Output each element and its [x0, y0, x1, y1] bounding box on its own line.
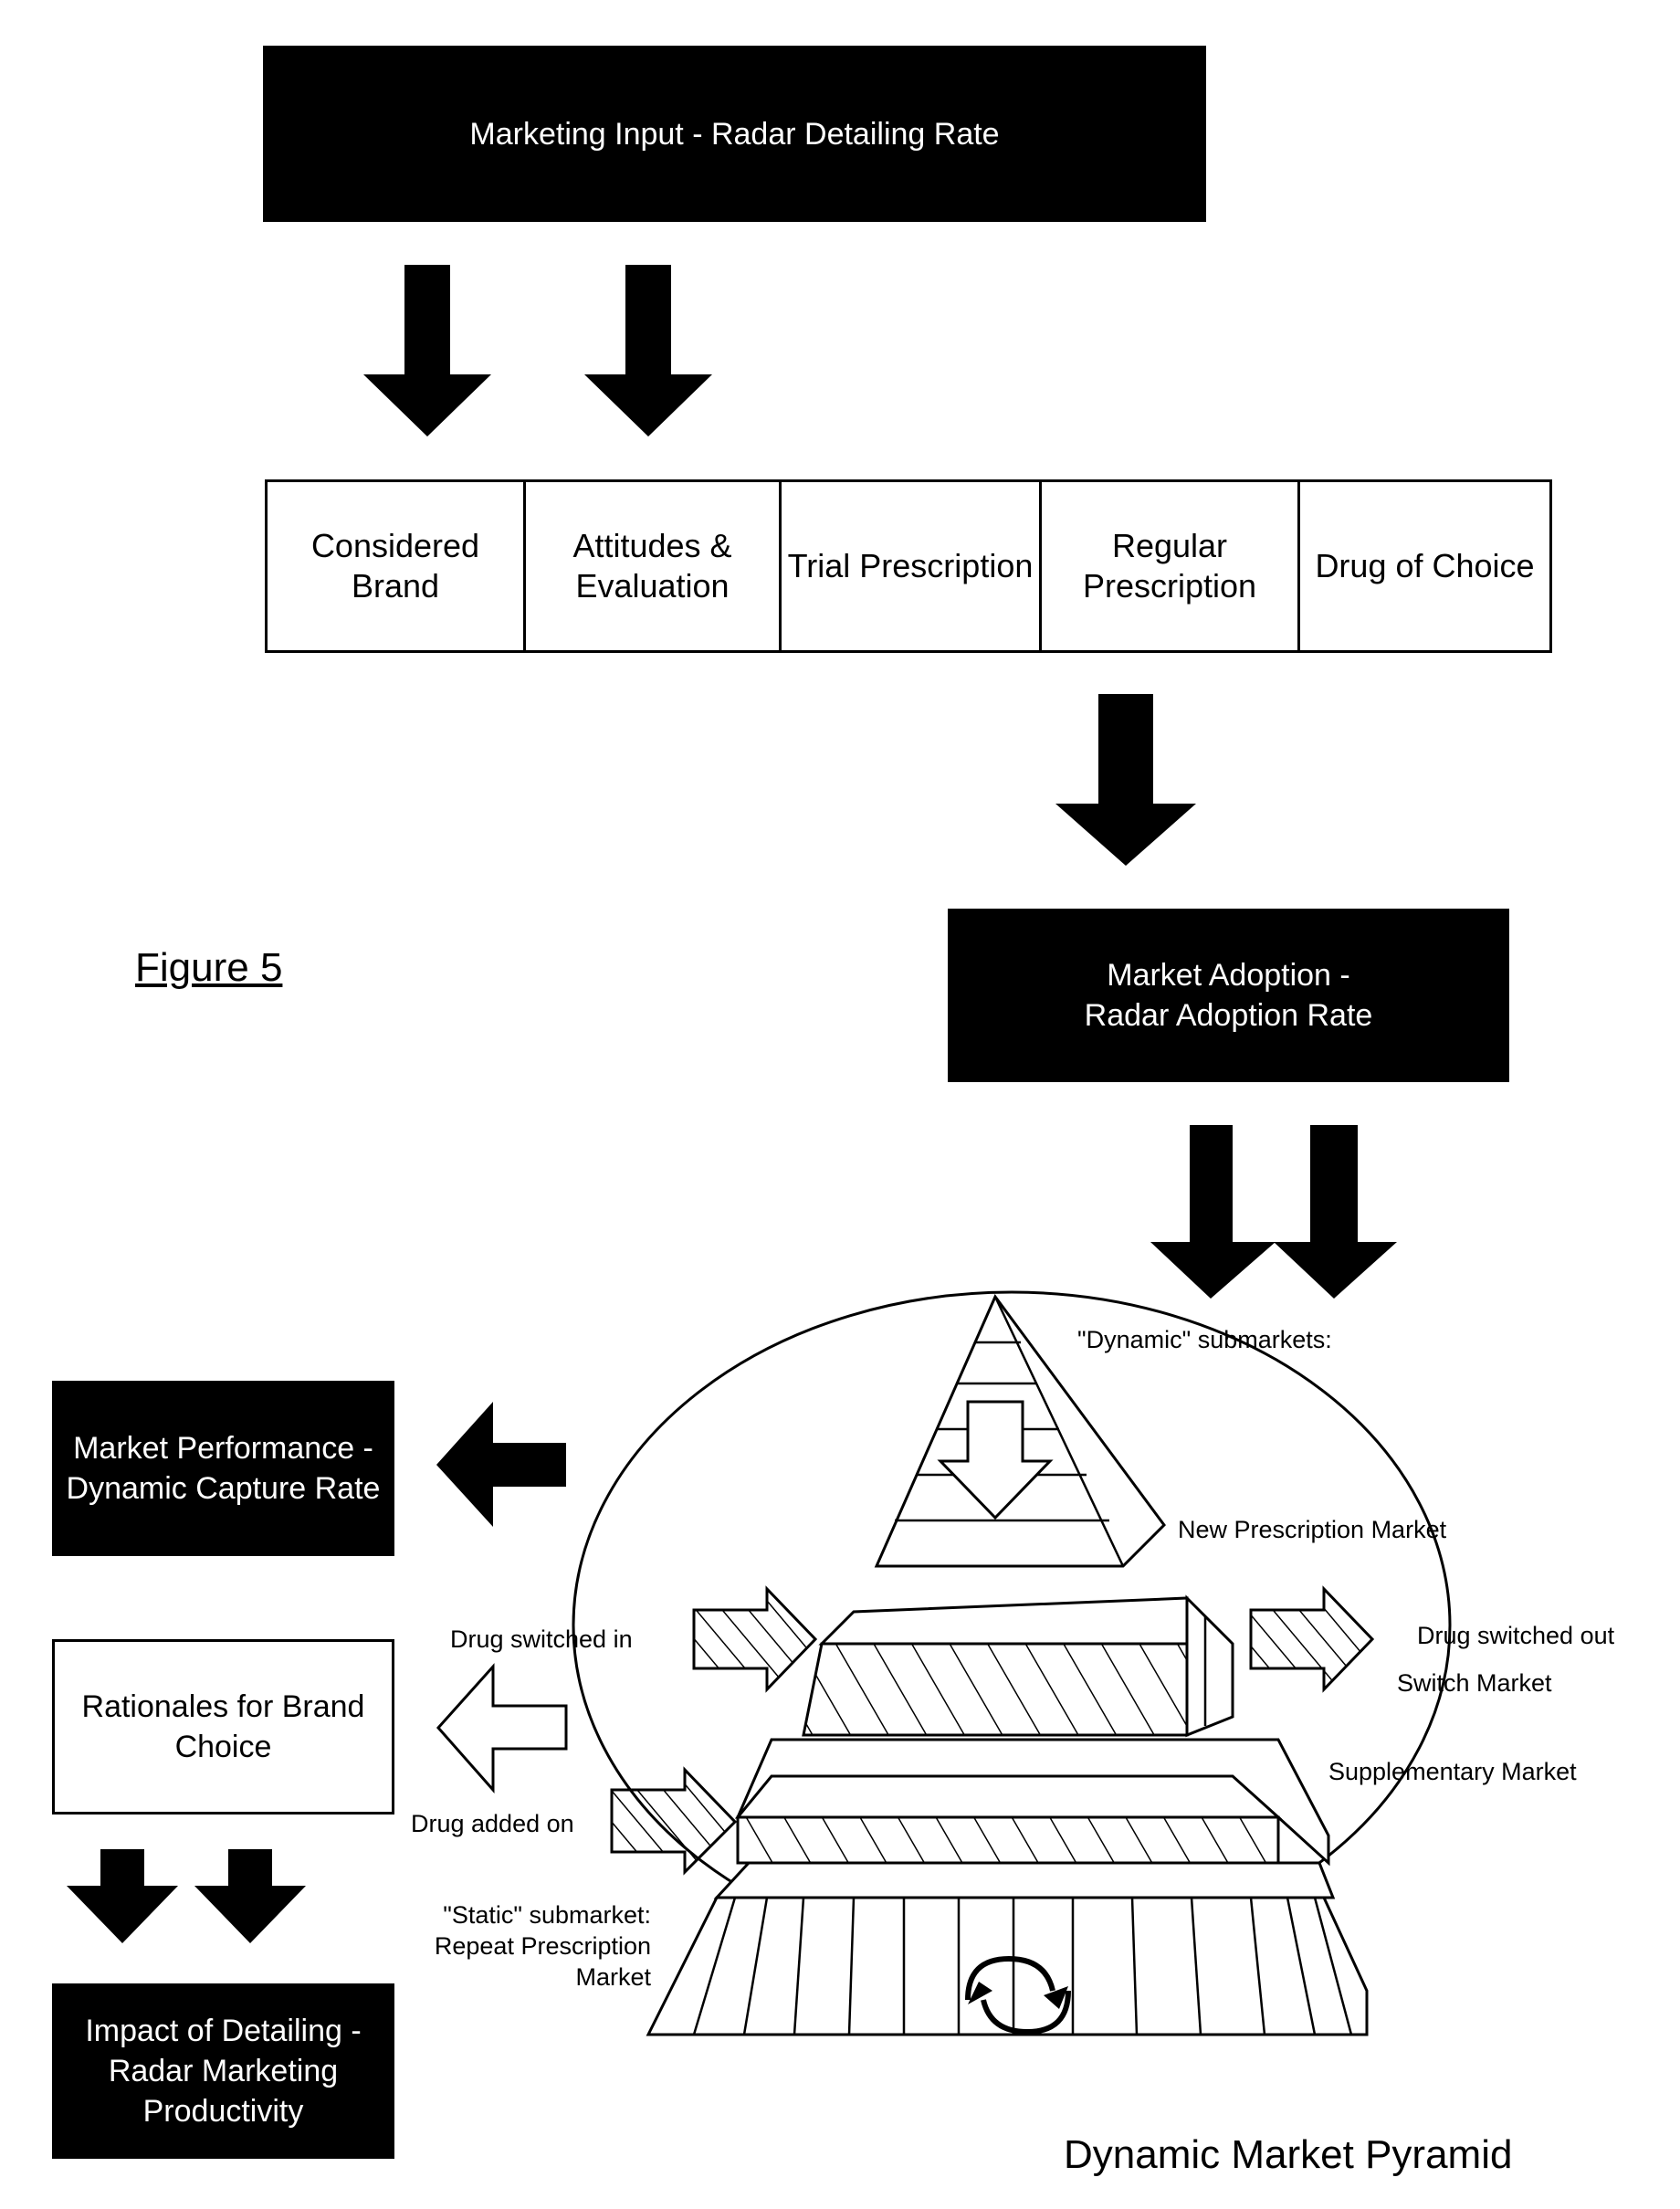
drug-added-on-label: Drug added on — [411, 1808, 574, 1839]
switch-layer — [803, 1644, 1187, 1735]
down-arrow-3 — [1055, 694, 1196, 866]
down-arrow-1 — [363, 265, 491, 437]
dynamic-submarkets-label: "Dynamic" submarkets: — [1077, 1324, 1332, 1355]
down-arrow-4 — [1150, 1125, 1276, 1299]
left-arrow-rationales — [438, 1667, 566, 1790]
static-submarket-label: "Static" submarket: Repeat Prescription … — [409, 1899, 651, 1993]
down-arrow-5 — [1274, 1125, 1397, 1299]
switched-out-arrow — [1251, 1589, 1372, 1689]
added-on-arrow — [612, 1770, 735, 1872]
drug-switched-in-label: Drug switched in — [450, 1624, 633, 1655]
switched-in-arrow — [694, 1589, 815, 1689]
drug-switched-out-label: Drug switched out — [1417, 1620, 1614, 1651]
pyramid-title: Dynamic Market Pyramid — [1064, 2132, 1512, 2178]
left-arrow-performance — [436, 1402, 566, 1527]
new-rx-market-label: New Prescription Market — [1178, 1514, 1446, 1545]
down-arrow-7 — [194, 1849, 306, 1943]
down-arrow-6 — [67, 1849, 178, 1943]
static-base-top — [717, 1863, 1333, 1898]
switch-market-label: Switch Market — [1397, 1667, 1552, 1699]
down-arrow-2 — [584, 265, 712, 437]
supplementary-market-label: Supplementary Market — [1328, 1756, 1577, 1787]
